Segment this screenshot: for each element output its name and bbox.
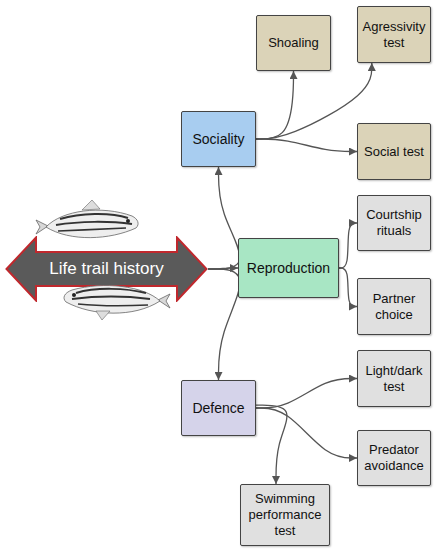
node-label: Swimming performance test <box>245 491 325 539</box>
node-label: Defence <box>192 400 244 416</box>
category-box: Defence <box>181 380 256 436</box>
test-box: Social test <box>357 123 431 180</box>
connector-arrow <box>208 269 240 380</box>
node-label: Partner choice <box>362 291 426 323</box>
double-arrow-node: Life trail history <box>5 236 208 302</box>
node-label: Light/dark test <box>362 363 426 395</box>
test-box: Swimming performance test <box>240 484 330 546</box>
test-box: Shoaling <box>256 15 331 71</box>
test-box: Courtship rituals <box>357 195 431 251</box>
connector-arrow <box>256 71 294 139</box>
double-arrow-outline <box>7 238 207 301</box>
connector-arrow <box>256 379 357 409</box>
node-label: Predator avoidance <box>362 442 426 474</box>
test-box: Partner choice <box>357 278 431 335</box>
test-box: Predator avoidance <box>357 430 431 486</box>
zebrafish-top <box>36 200 138 238</box>
connector-arrow <box>339 223 357 268</box>
category-box: Sociality <box>181 111 256 167</box>
connector-arrow <box>339 268 357 307</box>
connector-arrow <box>256 139 357 152</box>
node-label: Life trail history <box>49 261 163 277</box>
connector-arrow <box>256 405 287 484</box>
test-box: Agressivity test <box>357 6 431 63</box>
connector-arrow <box>208 167 240 269</box>
node-label: Social test <box>364 144 424 160</box>
zebrafish-bottom <box>64 286 170 320</box>
node-label: Shoaling <box>268 35 319 51</box>
test-box: Light/dark test <box>357 350 431 407</box>
node-label: Reproduction <box>247 260 330 276</box>
category-box: Reproduction <box>238 238 339 298</box>
connector-arrow <box>256 63 372 139</box>
connector-arrow <box>256 408 357 458</box>
node-label: Sociality <box>192 131 244 147</box>
node-label: Agressivity test <box>362 19 426 51</box>
node-label: Courtship rituals <box>362 207 426 239</box>
